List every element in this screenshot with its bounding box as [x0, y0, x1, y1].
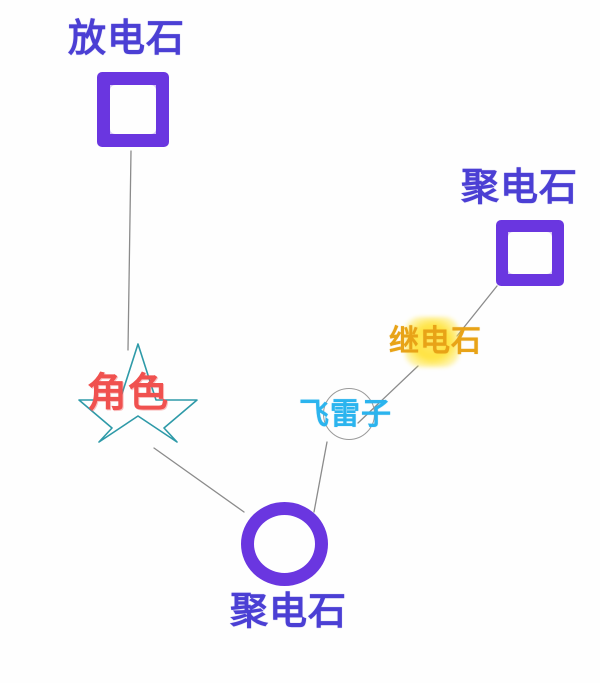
node-flying-thunder[interactable]: 飞雷子 [295, 388, 400, 443]
discharge-stone-square-icon [97, 72, 169, 147]
relay-stone-highlight-icon [405, 317, 459, 367]
capacitor-stone-top-square-icon [496, 220, 564, 286]
character-star-icon [78, 343, 198, 443]
node-discharge-stone[interactable]: 放电石 [60, 12, 205, 157]
node-flying-thunder-label: 飞雷子 [299, 398, 392, 431]
edge-character-to-capacitor-bottom [153, 447, 245, 513]
flying-thunder-circle-icon [323, 388, 375, 440]
node-capacitor-stone-bottom[interactable]: 聚电石 [225, 498, 375, 631]
node-capacitor-stone-bottom-label: 聚电石 [230, 591, 348, 633]
node-relay-stone-label: 继电石 [389, 325, 482, 358]
node-capacitor-stone-top[interactable]: 聚电石 [455, 163, 590, 298]
node-character[interactable]: 角色 [78, 338, 198, 448]
edge-relay-to-capacitor-top [456, 285, 498, 337]
node-character-label: 角色 [87, 371, 169, 415]
node-discharge-stone-label: 放电石 [68, 18, 186, 60]
node-capacitor-stone-top-label: 聚电石 [461, 167, 579, 209]
edge-discharge-to-character [127, 150, 132, 351]
edge-capacitor-bottom-to-flying-thunder [313, 441, 328, 513]
node-relay-stone[interactable]: 继电石 [385, 315, 495, 370]
capacitor-stone-bottom-ring-icon [241, 502, 328, 586]
